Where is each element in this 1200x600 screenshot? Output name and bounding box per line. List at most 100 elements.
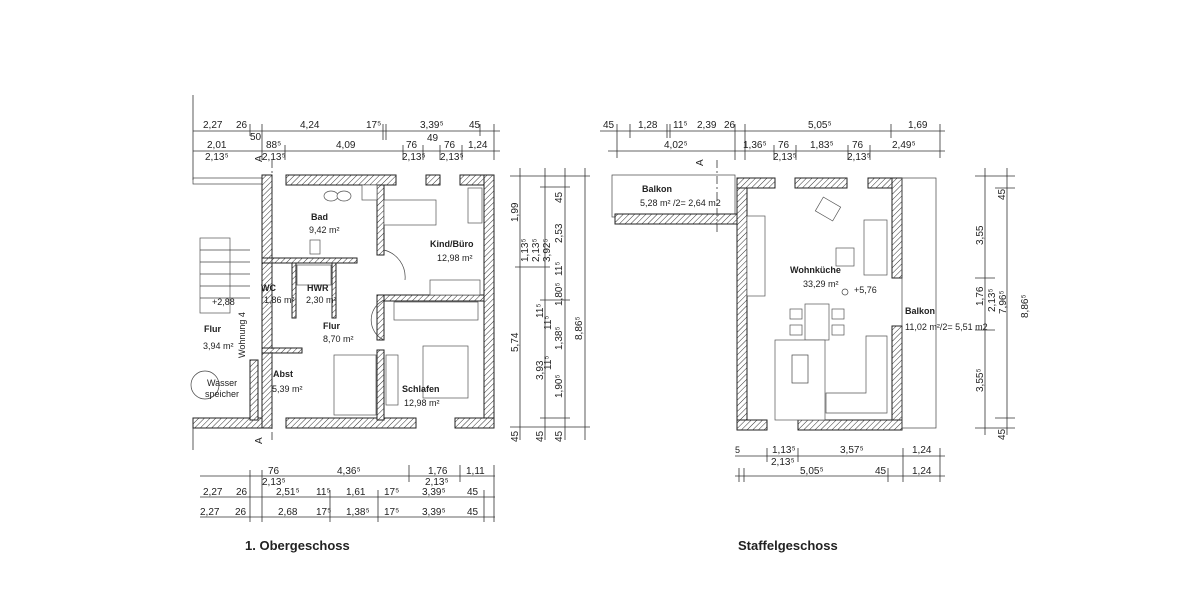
dim: 4,02⁵: [664, 140, 688, 151]
dim: 76: [444, 140, 456, 151]
room-area-bad: 9,42 m²: [309, 225, 340, 235]
wasserspeicher-label-2: speicher: [205, 389, 239, 399]
dim: 45: [603, 120, 615, 131]
dim: 2,13⁵: [847, 152, 871, 163]
dim: 26: [235, 507, 247, 518]
room-name-balkon-west: Balkon: [642, 184, 672, 194]
room-area-hwr: 2,30 m²: [306, 295, 337, 305]
dim: 5,74: [510, 332, 521, 352]
dim: 1,76: [975, 286, 986, 306]
dim: 5: [735, 445, 740, 455]
furniture: [296, 184, 483, 416]
dim: 11⁵: [543, 355, 554, 370]
dim: 1,90⁵: [554, 374, 565, 398]
level-marker: +2,88: [212, 297, 235, 307]
dim: 50: [250, 132, 262, 143]
dim: 1,24: [912, 466, 932, 477]
dim: 3,39⁵: [422, 507, 446, 518]
dim: 2,68: [278, 507, 298, 518]
dim: 1,36⁵: [743, 140, 767, 151]
dim: 2,13⁵: [987, 288, 998, 312]
room-name-wc: WC: [261, 283, 276, 293]
dim: 1,11: [466, 466, 485, 477]
dim: 2,53: [554, 223, 565, 243]
room-area-wc: 1,86 m²: [264, 295, 295, 305]
room-name-abst: Abst: [273, 369, 293, 379]
dim: 8,86⁵: [1020, 294, 1031, 318]
dim: 76: [268, 466, 280, 477]
room-area-balkon-west: 5,28 m² /2= 2,64 m2: [640, 198, 721, 208]
dim: 1,38⁵: [554, 326, 565, 350]
room-area-flur-entry: 3,94 m²: [203, 341, 234, 351]
neighbor-stairwell: [190, 177, 263, 429]
dim: 2,27: [203, 120, 223, 131]
dimension-lines: [600, 124, 1015, 482]
dim: 1,99: [510, 202, 521, 222]
dim: 11⁵: [316, 487, 331, 498]
dim: 11⁵: [535, 303, 546, 318]
dimensions-top: 45 1,28 11⁵ 2,39 26 5,05⁵ 1,69 4,02⁵ 1,3…: [603, 120, 928, 163]
dim: 17⁵: [384, 507, 399, 518]
dim: 3,39⁵: [420, 120, 444, 131]
dim: 1,80⁵: [554, 282, 565, 306]
dim: 49: [427, 133, 439, 144]
dim: 2,51⁵: [276, 487, 300, 498]
dim: 88⁵: [266, 140, 281, 151]
dim: 2,01: [207, 140, 227, 151]
dim: 45: [997, 188, 1008, 200]
wohnung-label: Wohnung 4: [237, 312, 247, 358]
dim: 1,13⁵: [772, 445, 796, 456]
dim: 17⁵: [384, 487, 399, 498]
dim: 2,13⁵: [771, 457, 795, 468]
dim: 2,27: [203, 487, 223, 498]
dim: 17⁵: [316, 507, 331, 518]
dim: 3,39⁵: [422, 487, 446, 498]
room-name-schlafen: Schlafen: [402, 384, 440, 394]
dim: 76: [852, 140, 864, 151]
dim: 2,13⁵: [425, 477, 449, 488]
room-area-kind-buero: 12,98 m²: [437, 253, 473, 263]
dim: 5,05⁵: [800, 466, 824, 477]
plan-title-staffelgeschoss: Staffelgeschoss: [738, 538, 838, 553]
dim: 76: [778, 140, 790, 151]
dim: 2,13⁵: [402, 152, 426, 163]
dim: 11⁵: [554, 261, 565, 276]
dim: 26: [236, 487, 248, 498]
dim: 1,83⁵: [810, 140, 834, 151]
dim: 2,13⁵: [262, 477, 286, 488]
dimensions-top: 2,27 26 4,24 17⁵ 3,39⁵ 45 50 49 2,01 2,1…: [203, 120, 488, 163]
dim: 3,57⁵: [840, 445, 864, 456]
section-marker-top: A: [695, 159, 706, 166]
dim: 2,49⁵: [892, 140, 916, 151]
room-name-flur-entry: Flur: [204, 324, 221, 334]
dim: 3,92⁵: [542, 238, 553, 262]
room-area-abst: 5,39 m²: [272, 384, 303, 394]
dim: 7,96⁵: [998, 290, 1009, 314]
level-marker: +5,76: [854, 285, 877, 295]
dim: 45: [467, 487, 479, 498]
walls: [261, 174, 495, 429]
dim: 45: [510, 430, 521, 442]
dim: 4,24: [300, 120, 320, 131]
dim: 4,09: [336, 140, 356, 151]
dim: 45: [997, 428, 1008, 440]
dim: 45: [535, 430, 546, 442]
staffelgeschoss-plan: A Balkon 5,28 m² /2= 2,64 m2 Wohnküche 3…: [600, 120, 1031, 553]
dim: 1,28: [638, 120, 658, 131]
dim: 11⁵: [673, 120, 688, 131]
dim: 45: [554, 191, 565, 203]
dim: 1,76: [428, 466, 448, 477]
dim: 2,13⁵: [262, 152, 286, 163]
dim: 1,24: [468, 140, 488, 151]
dim: 1,69: [908, 120, 928, 131]
level-icon: [841, 288, 849, 296]
walls: [611, 174, 937, 431]
dim: 11⁵: [543, 315, 554, 330]
dim: 5,05⁵: [808, 120, 832, 131]
obergeschoss-plan: A A Bad 9,42 m² Kind/Büro 12,98 m² WC 1,…: [190, 95, 590, 553]
room-name-balkon-east: Balkon: [905, 306, 935, 316]
dim: 2,27: [200, 507, 220, 518]
dim: 3,55: [975, 225, 986, 245]
room-area-flur: 8,70 m²: [323, 334, 354, 344]
